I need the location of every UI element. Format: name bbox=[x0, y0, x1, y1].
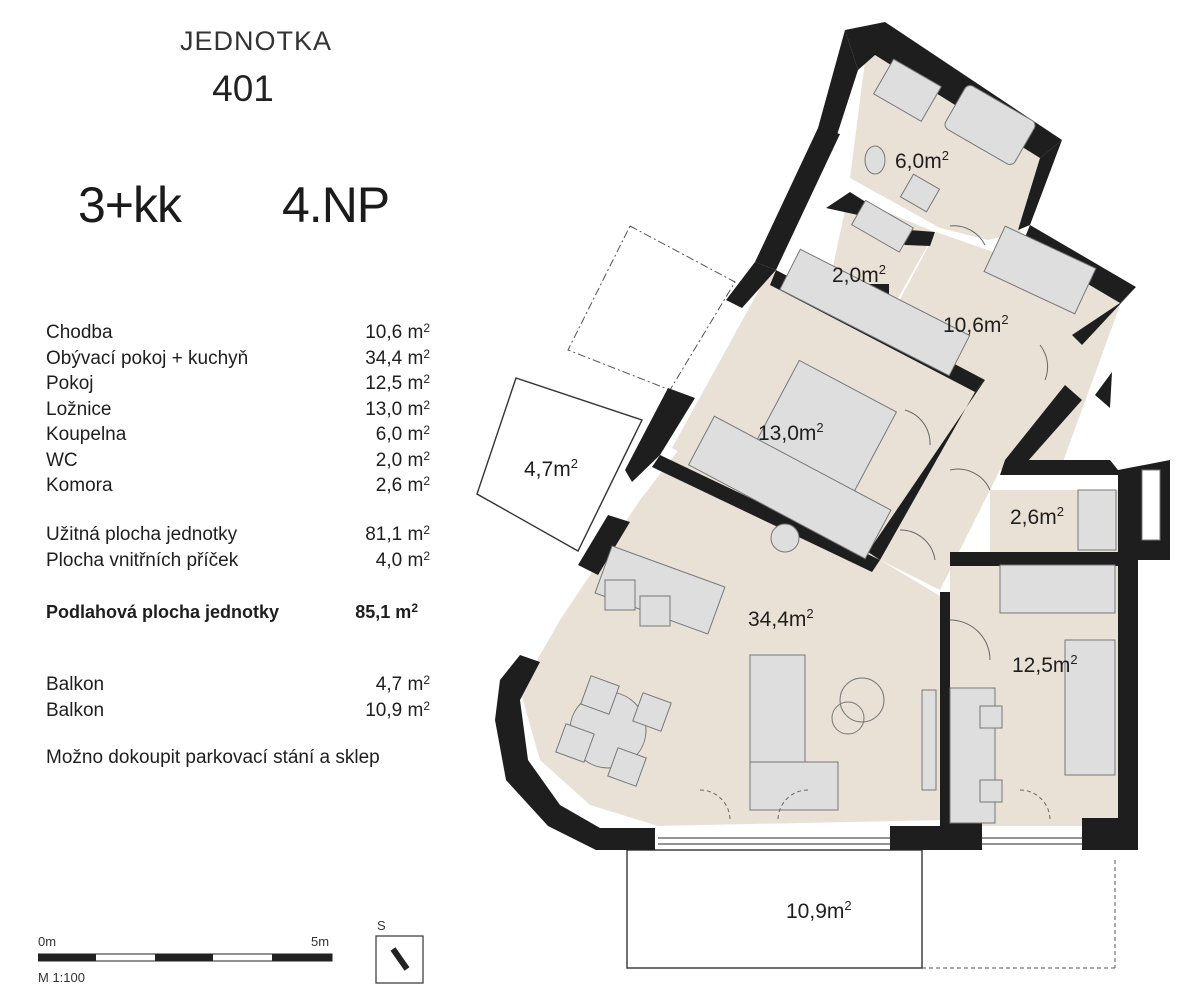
room-label-balcony-large: 10,9m2 bbox=[786, 898, 852, 923]
room-label-balcony-small: 4,7m2 bbox=[524, 456, 578, 481]
chair-icon bbox=[639, 595, 671, 627]
kitchen-counter-icon bbox=[687, 415, 892, 560]
toilet-icon bbox=[864, 145, 886, 175]
room-label-bathroom: 6,0m2 bbox=[895, 148, 949, 173]
area-name: Balkon bbox=[46, 699, 105, 721]
hallway-wardrobe-icon bbox=[983, 225, 1097, 315]
room-label-wc: 2,0m2 bbox=[832, 262, 886, 287]
unit-layout: 3+kk bbox=[78, 177, 182, 233]
scale-bar bbox=[38, 953, 333, 962]
area-name: Podlahová plocha jednotky bbox=[46, 602, 280, 622]
entrance-arrow-icon bbox=[1095, 372, 1112, 408]
scale-start-label: 0m bbox=[38, 934, 57, 949]
compass-icon bbox=[375, 935, 424, 984]
area-value: 85,1 m bbox=[355, 602, 412, 622]
washing-machine-icon bbox=[1077, 489, 1117, 551]
area-name: Balkon bbox=[46, 674, 105, 695]
unit-label: JEDNOTKA bbox=[179, 26, 333, 56]
washbasin-icon bbox=[899, 173, 941, 213]
area-value: 10,9 m bbox=[365, 699, 424, 721]
chair-icon bbox=[632, 692, 672, 732]
shower-icon bbox=[872, 58, 942, 123]
tv-unit-icon bbox=[921, 689, 937, 791]
room-label-bedroom: 13,0m2 bbox=[758, 420, 824, 445]
chair-icon bbox=[979, 705, 1003, 729]
unit-number: 401 bbox=[212, 68, 274, 109]
coffee-table-icon bbox=[839, 677, 885, 723]
area-name: Koupelna bbox=[46, 424, 127, 445]
scale-ratio: M 1:100 bbox=[38, 970, 85, 985]
area-value: 4,0 m bbox=[375, 549, 424, 571]
area-value: 13,0 m bbox=[365, 398, 424, 420]
area-name: Komora bbox=[46, 475, 113, 496]
area-value: 12,5 m bbox=[365, 373, 424, 394]
bathtub-icon bbox=[944, 85, 1036, 165]
chair-icon bbox=[979, 779, 1003, 803]
area-value: 81,1 m bbox=[365, 524, 424, 545]
bedroom-wardrobe-icon bbox=[779, 248, 971, 377]
unit-floor: 4.NP bbox=[282, 177, 390, 233]
wardrobe-icon bbox=[850, 199, 914, 253]
sofa-icon bbox=[749, 761, 839, 811]
cooktop-icon bbox=[770, 523, 800, 553]
balcony-small-outline bbox=[476, 377, 643, 552]
area-name: Chodba bbox=[46, 322, 113, 343]
area-value: 10,6 m bbox=[365, 322, 424, 343]
area-name: Užitná plocha jednotky bbox=[46, 524, 238, 545]
area-value: 6,0 m bbox=[375, 424, 424, 445]
area-value: 2,6 m bbox=[375, 475, 424, 496]
area-value: 34,4 m bbox=[365, 347, 424, 369]
room-labels: 6,0m2 2,0m2 10,6m2 13,0m2 2,6m2 34,4m2 1… bbox=[524, 148, 1078, 923]
area-name: Plocha vnitřních příček bbox=[46, 549, 239, 571]
shaft-icon bbox=[1141, 469, 1161, 541]
area-name: Pokoj bbox=[46, 373, 94, 394]
chair-icon bbox=[607, 747, 647, 787]
floor-plan-furniture bbox=[555, 58, 1161, 824]
floor-plan-terrace-outline bbox=[567, 225, 736, 391]
scale-end-label: 5m bbox=[311, 934, 330, 949]
area-name: Ložnice bbox=[46, 398, 112, 420]
chair-icon bbox=[580, 675, 620, 715]
area-name: Obývací pokoj + kuchyň bbox=[46, 347, 249, 369]
chair-icon bbox=[604, 579, 636, 611]
room-label-storage: 2,6m2 bbox=[1010, 504, 1064, 529]
floor-plan-windows bbox=[658, 837, 1082, 845]
floor-plan-doors bbox=[699, 225, 1051, 821]
chair-icon bbox=[555, 723, 595, 763]
bed-icon bbox=[1064, 639, 1116, 776]
balcony-large-outline bbox=[626, 849, 923, 969]
area-name: WC bbox=[46, 449, 78, 471]
room-label-living: 34,4m2 bbox=[748, 606, 814, 631]
purchase-note: Možno dokoupit parkovací stání a sklep bbox=[46, 747, 380, 768]
room-label-hallway: 10,6m2 bbox=[943, 312, 1009, 337]
coffee-table-icon bbox=[831, 701, 865, 735]
bed-icon bbox=[999, 564, 1116, 614]
room-label-room: 12,5m2 bbox=[1012, 652, 1078, 677]
area-value: 2,0 m bbox=[375, 449, 424, 471]
floor-plan: 6,0m2 2,0m2 10,6m2 13,0m2 2,6m2 34,4m2 1… bbox=[476, 22, 1170, 969]
compass-label: S bbox=[377, 918, 386, 933]
area-value: 4,7 m bbox=[375, 674, 424, 695]
